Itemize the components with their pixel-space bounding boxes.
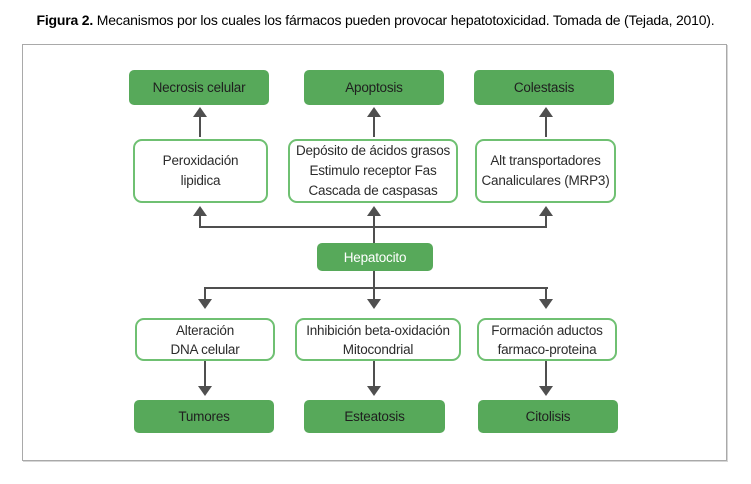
arrow-head: [367, 299, 381, 309]
arrow-shaft: [545, 216, 547, 228]
arrow-shaft: [204, 361, 206, 386]
arrow-head: [539, 206, 553, 216]
node-label: Tumores: [178, 409, 230, 424]
connector-line: [204, 287, 548, 289]
arrow-up-icon: [367, 107, 381, 137]
node-label: Hepatocito: [343, 249, 407, 265]
figure-caption-label: Figura 2.: [36, 12, 94, 28]
connector-line: [373, 271, 375, 289]
node-label-line: Alt transportadores: [490, 153, 601, 168]
node-formacion-aductos: Formación aductos farmaco-proteina: [477, 318, 617, 361]
node-necrosis-celular: Necrosis celular: [129, 70, 269, 105]
arrow-shaft: [199, 117, 201, 137]
node-colestasis: Colestasis: [474, 70, 614, 105]
arrow-down-icon: [539, 361, 553, 396]
node-alt-transportadores: Alt transportadores Canaliculares (MRP3): [475, 139, 616, 203]
node-citolisis: Citolisis: [478, 400, 618, 433]
node-label-line: Cascada de caspasas: [308, 183, 438, 198]
arrow-head: [367, 386, 381, 396]
arrow-down-icon: [198, 289, 212, 309]
node-hepatocito: Hepatocito: [317, 243, 433, 271]
node-label-line: Mitocondrial: [342, 341, 414, 357]
node-label-line: Formación aductos: [491, 322, 603, 338]
figure-caption-text: Mecanismos por los cuales los fármacos p…: [93, 12, 715, 28]
arrow-shaft: [199, 216, 201, 228]
arrow-shaft: [373, 117, 375, 137]
node-deposito-acidos-grasos: Depósito de ácidos grasos Estimulo recep…: [288, 139, 458, 203]
figure-caption: Figura 2. Mecanismos por los cuales los …: [0, 12, 751, 28]
arrow-shaft: [545, 289, 547, 299]
arrow-head: [539, 107, 553, 117]
connector-line: [373, 228, 375, 244]
arrow-shaft: [373, 289, 375, 299]
arrow-head: [367, 206, 381, 216]
node-label: Colestasis: [513, 80, 575, 95]
node-inhibicion-beta-oxidacion: Inhibición beta-oxidación Mitocondrial: [295, 318, 461, 361]
node-alteracion-dna: Alteración DNA celular: [135, 318, 275, 361]
arrow-up-icon: [193, 107, 207, 137]
node-label-line: farmaco-proteina: [497, 341, 597, 357]
node-apoptosis: Apoptosis: [304, 70, 444, 105]
arrow-head: [193, 107, 207, 117]
arrow-up-icon: [193, 206, 207, 228]
arrow-head: [367, 107, 381, 117]
node-label: Necrosis celular: [152, 80, 246, 95]
node-tumores: Tumores: [134, 400, 274, 433]
node-label-line: Canaliculares (MRP3): [481, 173, 610, 188]
node-esteatosis: Esteatosis: [304, 400, 445, 433]
node-label-line: Depósito de ácidos grasos: [295, 143, 451, 158]
arrow-down-icon: [367, 289, 381, 309]
node-label-line: Inhibición beta-oxidación: [306, 322, 450, 338]
arrow-up-icon: [367, 206, 381, 228]
node-label: Citolisis: [525, 409, 571, 424]
connector-line: [199, 226, 547, 228]
arrow-head: [198, 386, 212, 396]
arrow-head: [193, 206, 207, 216]
arrow-head: [198, 299, 212, 309]
node-label-line: lipidica: [180, 173, 221, 188]
arrow-head: [539, 299, 553, 309]
node-label-line: Peroxidación: [162, 153, 239, 168]
node-peroxidacion-lipidica: Peroxidación lipidica: [133, 139, 268, 203]
arrow-shaft: [545, 117, 547, 137]
node-label-line: Alteración: [175, 322, 235, 338]
arrow-shaft: [373, 216, 375, 228]
arrow-shaft: [204, 289, 206, 299]
arrow-down-icon: [198, 361, 212, 396]
arrow-shaft: [373, 361, 375, 386]
arrow-down-icon: [539, 289, 553, 309]
node-label: Apoptosis: [345, 80, 403, 95]
node-label-line: Estimulo receptor Fas: [309, 163, 437, 178]
arrow-shaft: [545, 361, 547, 386]
arrow-up-icon: [539, 107, 553, 137]
node-label-line: DNA celular: [170, 341, 240, 357]
arrow-down-icon: [367, 361, 381, 396]
arrow-head: [539, 386, 553, 396]
node-label: Esteatosis: [344, 409, 405, 424]
arrow-up-icon: [539, 206, 553, 228]
